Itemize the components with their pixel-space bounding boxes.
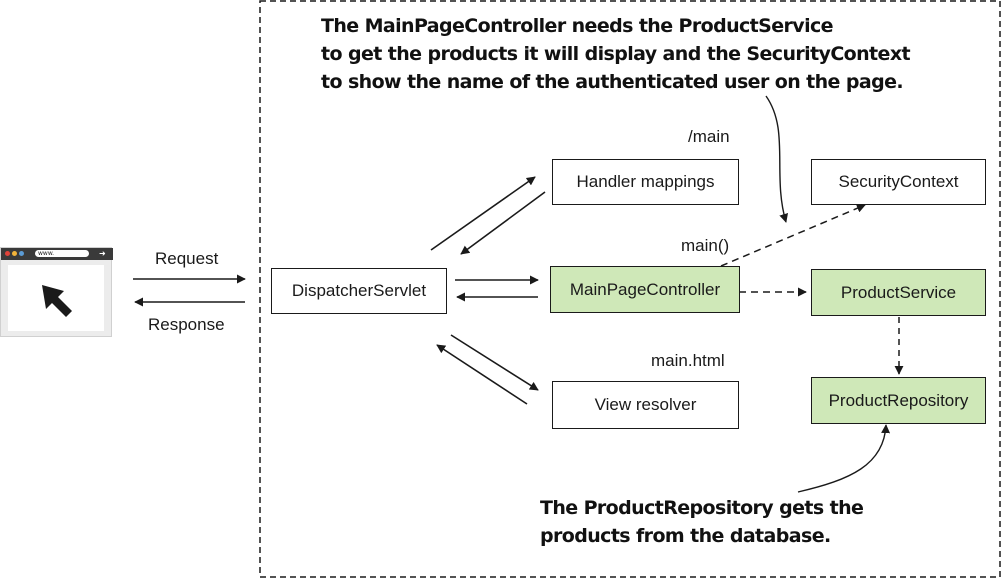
- main-page-controller-box: MainPageController: [550, 266, 740, 313]
- bottom-note-pointer: [797, 424, 891, 493]
- browser-maximize-dot: [19, 251, 24, 256]
- top-annotation: The MainPageController needs the Product…: [321, 12, 911, 96]
- dispatcher-to-handler-arrow: [430, 176, 536, 251]
- bottom-annotation-line: products from the database.: [540, 525, 831, 547]
- main-view-label: main.html: [651, 351, 725, 370]
- main-method-label: main(): [681, 236, 730, 255]
- browser-go-icon: ➜: [99, 249, 106, 258]
- context-boundary: [259, 0, 1001, 578]
- handler-mappings-box: Handler mappings: [552, 159, 739, 205]
- browser-toolbar: www. ➜: [1, 248, 113, 260]
- request-label: Request: [155, 249, 219, 268]
- bottom-annotation: The ProductRepository gets the products …: [540, 494, 864, 550]
- main-path-label: /main: [688, 127, 730, 146]
- cursor-arrow-icon: [42, 285, 72, 317]
- security-context-box: SecurityContext: [811, 159, 986, 205]
- browser-close-dot: [5, 251, 10, 256]
- top-note-pointer: [765, 95, 789, 223]
- browser-url-bar: www.: [35, 250, 89, 257]
- handler-to-dispatcher-arrow: [460, 191, 546, 255]
- product-service-box: ProductService: [811, 269, 986, 316]
- view-resolver-to-dispatcher-arrow: [436, 344, 528, 405]
- top-annotation-line: to show the name of the authenticated us…: [321, 71, 904, 93]
- dispatcher-servlet-box: DispatcherServlet: [271, 268, 447, 314]
- dispatcher-to-view-resolver-arrow: [450, 334, 539, 391]
- browser-minimize-dot: [12, 251, 17, 256]
- bottom-annotation-line: The ProductRepository gets the: [540, 497, 864, 519]
- browser-window: www. ➜: [0, 247, 113, 337]
- view-resolver-box: View resolver: [552, 381, 739, 429]
- top-annotation-line: The MainPageController needs the Product…: [321, 15, 834, 37]
- response-label: Response: [148, 315, 225, 334]
- browser-page: [8, 265, 104, 331]
- top-annotation-line: to get the products it will display and …: [321, 43, 911, 65]
- product-repository-box: ProductRepository: [811, 377, 986, 424]
- controller-to-security-context-arrow: [720, 204, 866, 267]
